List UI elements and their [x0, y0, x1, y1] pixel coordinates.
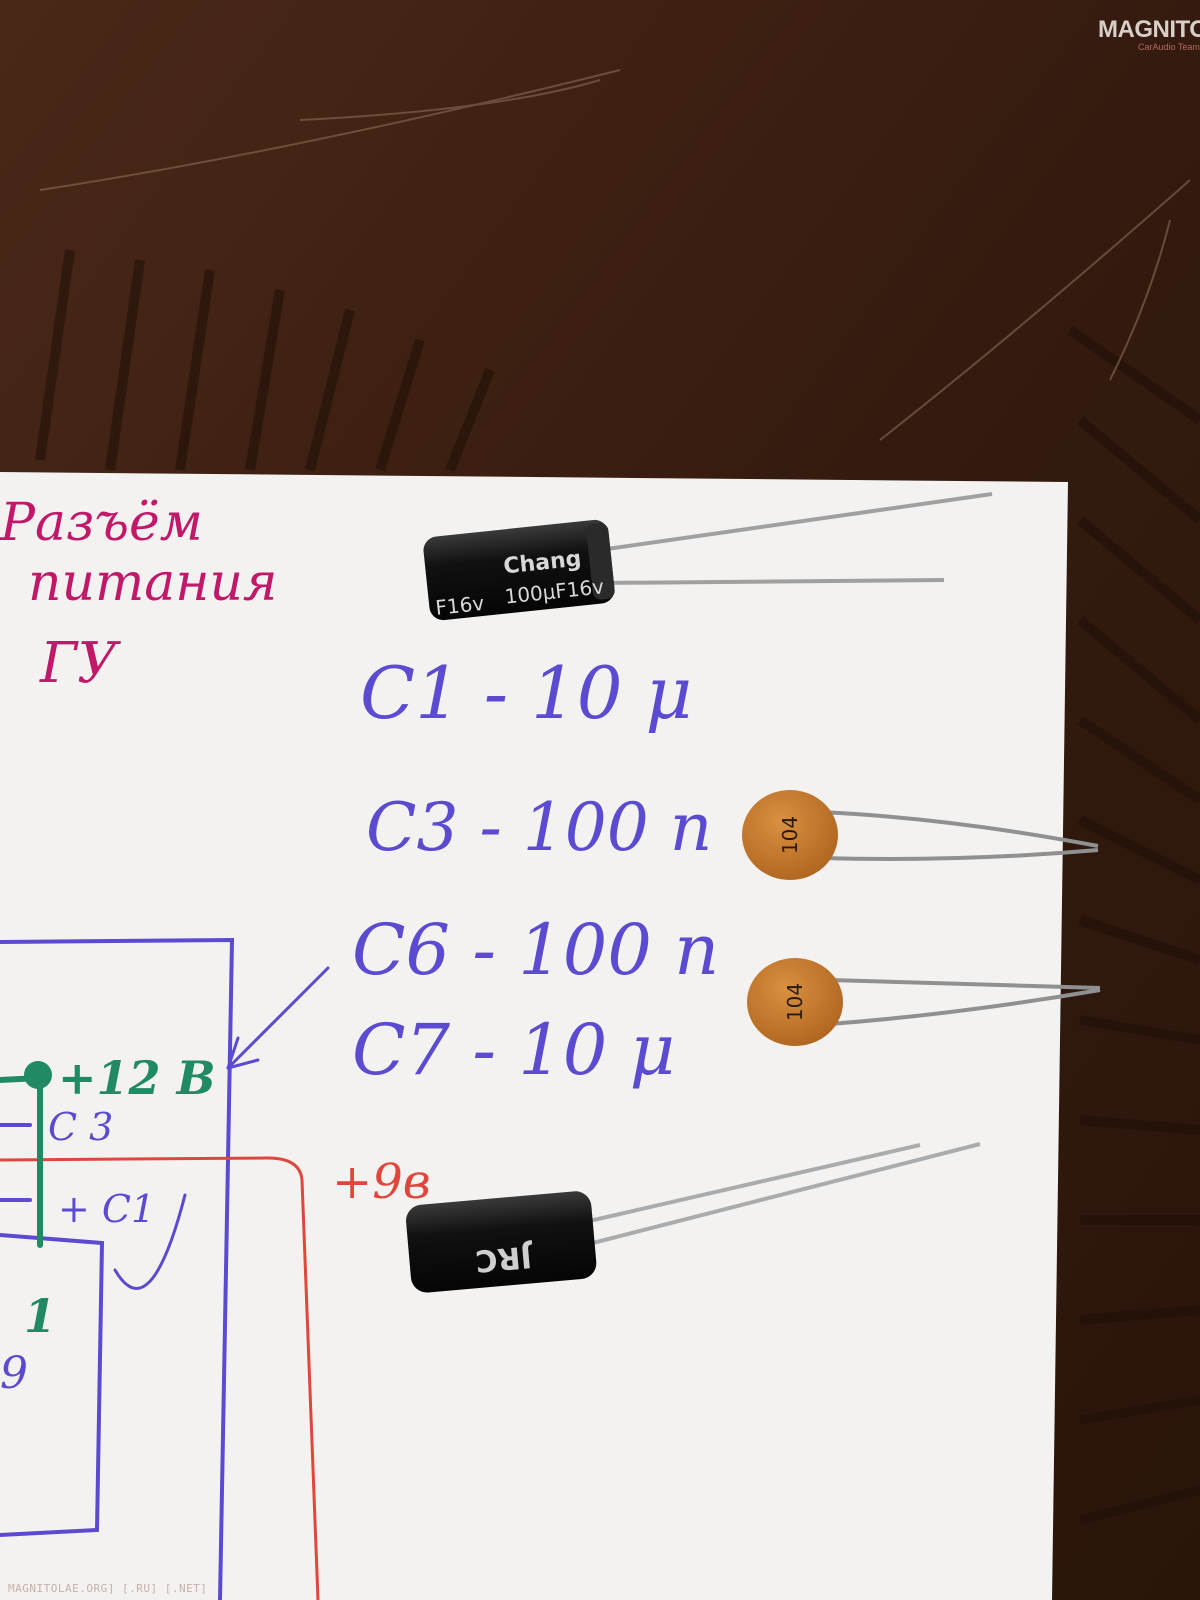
schematic-pin-9: 9 — [0, 1348, 28, 1399]
ceramic-capacitor-1 — [742, 790, 1099, 880]
schematic-drawing — [0, 937, 330, 1600]
schematic-c1: + C1 — [58, 1187, 155, 1231]
cap-bottom-marking: JRC — [474, 1238, 535, 1278]
watermark-subtitle: CarAudio Team — [1138, 42, 1200, 52]
capacitor-c3: C3 - 100 n — [366, 789, 712, 866]
ceramic-2-marking: 104 — [783, 983, 807, 1021]
paper-sheet — [0, 472, 1068, 1600]
schematic-pin-1: 1 — [24, 1289, 56, 1343]
ceramic-1-marking: 104 — [778, 816, 802, 854]
table-scratches — [39, 69, 1191, 441]
table-texture — [35, 249, 1200, 1525]
heading-line-1: Разъём — [0, 493, 203, 553]
heading-line-2: питания — [28, 553, 277, 613]
schematic-c3: C 3 — [48, 1105, 113, 1149]
watermark-logo: MAGNITOLA — [1098, 16, 1200, 43]
heading-line-3: ГУ — [39, 631, 121, 696]
capacitor-c1: C1 - 10 μ — [360, 651, 692, 735]
cap-top-marking-partial: F16v — [434, 591, 485, 620]
ceramic-capacitor-2 — [747, 958, 1101, 1046]
schematic-plus-12v: +12 В — [58, 1051, 215, 1105]
capacitor-c6: C6 - 100 n — [352, 909, 719, 991]
watermark-footer: MAGNITOLAE.ORG] [.RU] [.NET] — [8, 1582, 208, 1595]
schematic-plus-9v: +9в — [332, 1154, 431, 1210]
capacitor-c7: C7 - 10 μ — [352, 1009, 675, 1091]
electrolytic-capacitor-top — [423, 492, 993, 621]
electrolytic-capacitor-bottom — [406, 1142, 981, 1293]
